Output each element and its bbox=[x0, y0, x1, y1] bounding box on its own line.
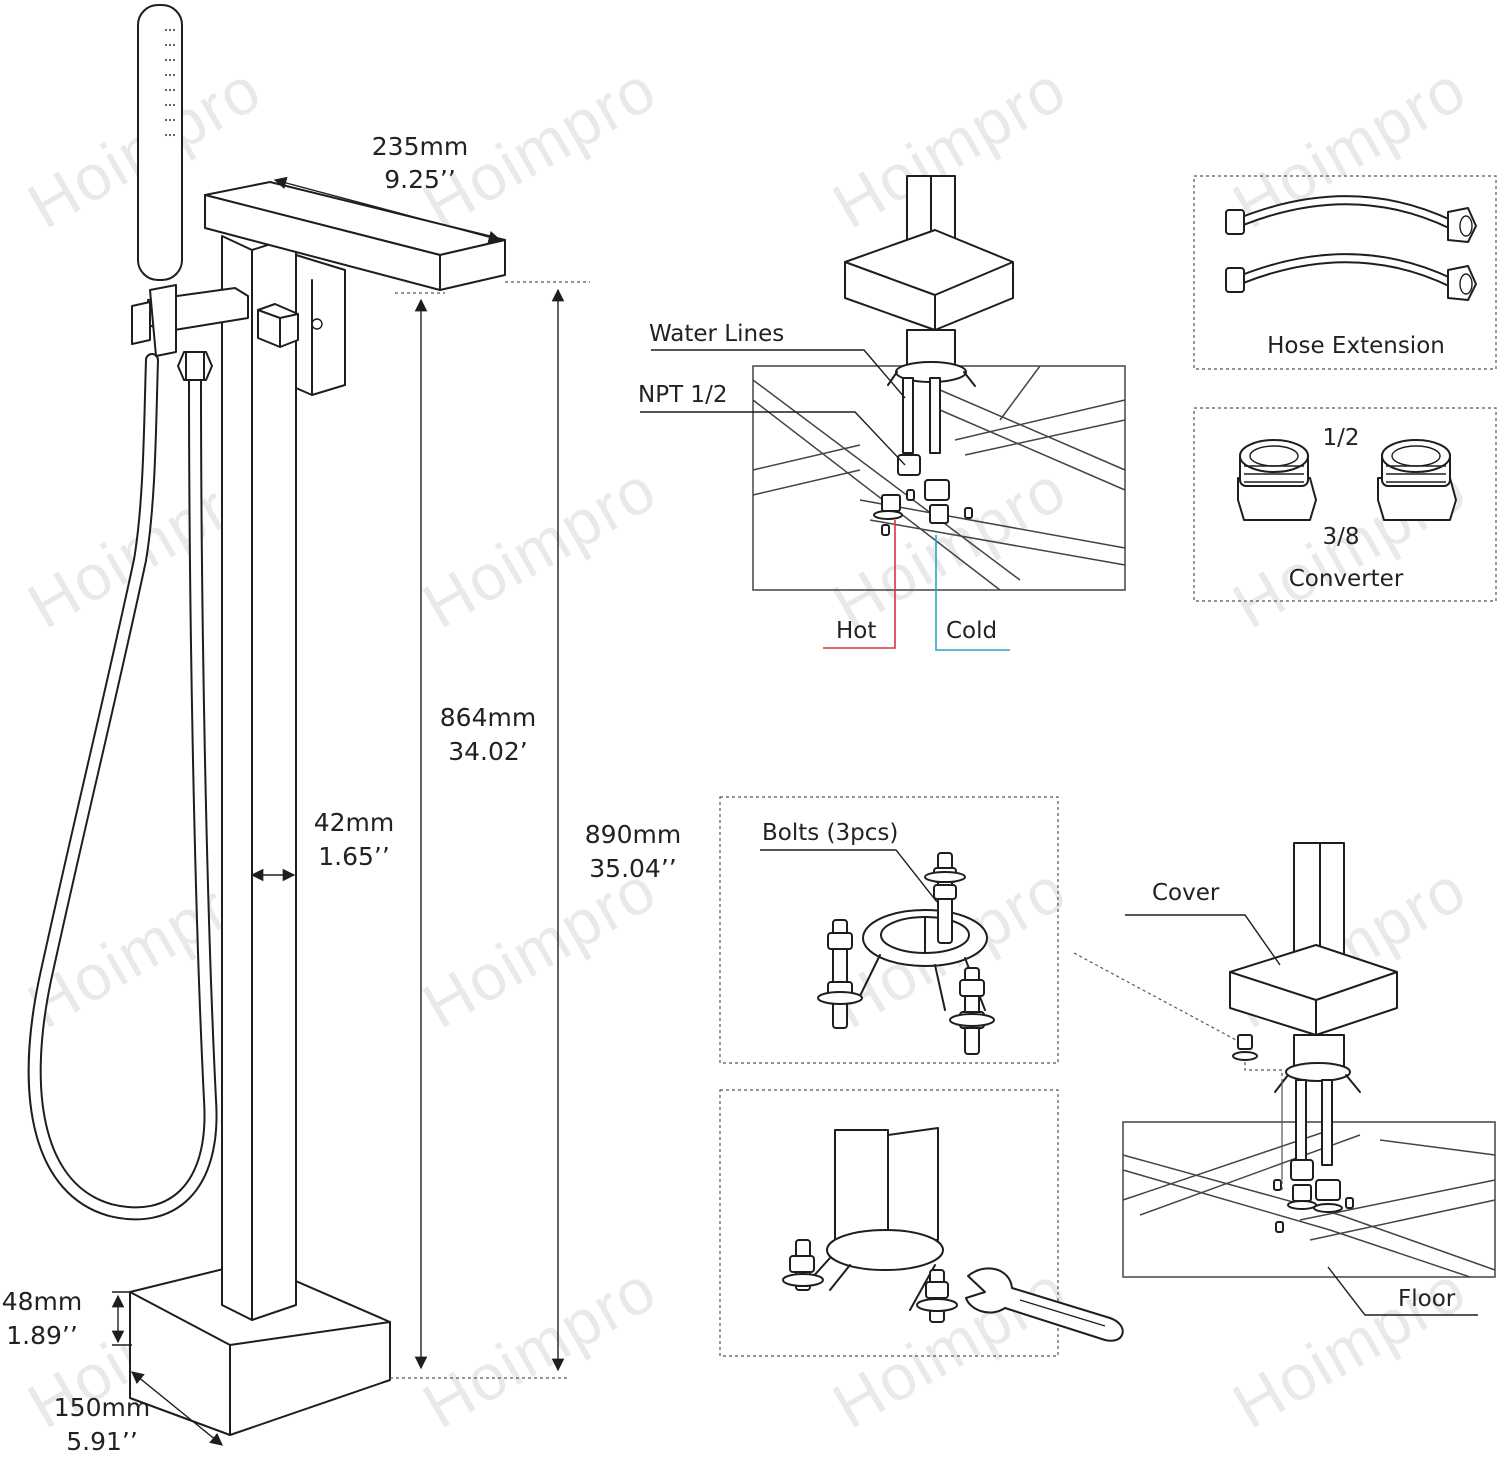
label-floor: Floor bbox=[1398, 1286, 1456, 1312]
pipe-width-imperial: 1.65’’ bbox=[318, 842, 390, 871]
spout-height-imperial: 34.02’ bbox=[448, 737, 528, 766]
base-height-metric: 48mm bbox=[2, 1287, 83, 1316]
label-converter-top: 1/2 bbox=[1322, 425, 1359, 451]
label-water-lines: Water Lines bbox=[649, 321, 784, 347]
base-height-imperial: 1.89’’ bbox=[6, 1321, 78, 1350]
cover-floor-detail bbox=[1073, 842, 1496, 1316]
base-width-metric: 150mm bbox=[54, 1393, 150, 1422]
watermark: Hoimpro bbox=[821, 1252, 1079, 1442]
hand-shower bbox=[137, 4, 183, 281]
label-hose-extension: Hose Extension bbox=[1267, 333, 1445, 359]
watermark: Hoimpro bbox=[1221, 1252, 1479, 1442]
watermark: Hoimpro bbox=[821, 452, 1079, 642]
label-npt: NPT 1/2 bbox=[638, 382, 727, 408]
label-cold: Cold bbox=[946, 618, 997, 644]
label-converter: Converter bbox=[1289, 566, 1404, 592]
water-lines-detail bbox=[640, 175, 1126, 651]
converter-fitting bbox=[1237, 439, 1317, 521]
spout-length-imperial: 9.25’’ bbox=[384, 165, 456, 194]
converter-panel bbox=[1193, 407, 1497, 602]
faucet-pipe bbox=[221, 235, 253, 1321]
spout-height-metric: 864mm bbox=[440, 703, 536, 732]
freestanding-faucet-drawing bbox=[27, 4, 590, 1446]
label-converter-bottom: 3/8 bbox=[1322, 524, 1359, 550]
faucet-handle bbox=[257, 303, 299, 348]
label-cover: Cover bbox=[1152, 880, 1220, 906]
label-bolts: Bolts (3pcs) bbox=[762, 820, 898, 846]
label-hot: Hot bbox=[836, 618, 876, 644]
base-width-imperial: 5.91’’ bbox=[66, 1427, 138, 1456]
hose-extension-panel bbox=[1193, 175, 1497, 370]
wrench-panel bbox=[719, 1089, 1124, 1357]
converter-fitting bbox=[1377, 439, 1457, 521]
wrench-icon bbox=[965, 1267, 1124, 1342]
total-height-metric: 890mm bbox=[585, 820, 681, 849]
pipe-width-metric: 42mm bbox=[314, 808, 395, 837]
watermark: Hoimpro bbox=[411, 1252, 669, 1442]
bolts-panel bbox=[719, 796, 1059, 1064]
watermark: Hoimpro bbox=[411, 452, 669, 642]
total-height-imperial: 35.04’’ bbox=[589, 854, 676, 883]
spout-length-metric: 235mm bbox=[372, 132, 468, 161]
